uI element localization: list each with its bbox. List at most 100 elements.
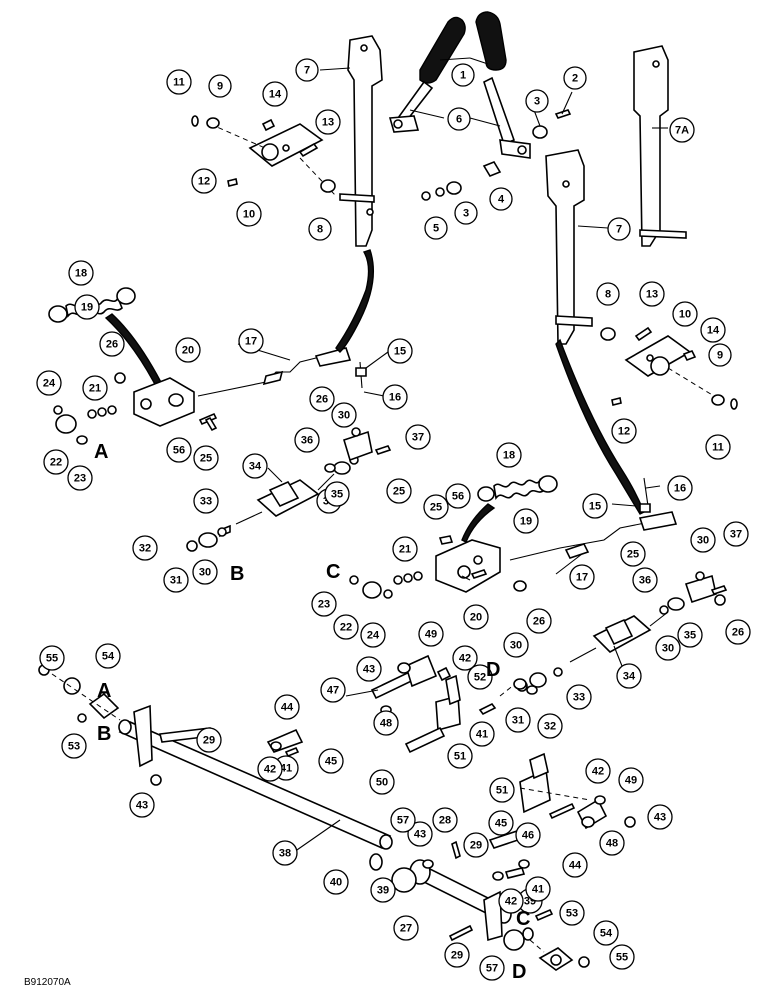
callout-circle bbox=[585, 758, 611, 784]
callout-42: 42 bbox=[257, 756, 283, 782]
callout-circle bbox=[503, 632, 529, 658]
callout-circle bbox=[129, 792, 155, 818]
callout-37: 37 bbox=[405, 424, 431, 450]
callout-15: 15 bbox=[582, 493, 608, 519]
callout-42: 42 bbox=[585, 758, 611, 784]
callout-number: 16 bbox=[389, 392, 401, 404]
callout-26: 26 bbox=[526, 608, 552, 634]
callout-circle bbox=[609, 944, 635, 970]
callout-43: 43 bbox=[647, 804, 673, 830]
callout-11: 11 bbox=[705, 434, 731, 460]
callout-circle bbox=[61, 733, 87, 759]
callout-number: 3 bbox=[463, 208, 469, 220]
callout-number: 25 bbox=[430, 502, 442, 514]
callout-circle bbox=[705, 434, 731, 460]
callout-number: 29 bbox=[451, 950, 463, 962]
callout-number: 23 bbox=[318, 599, 330, 611]
callout-number: 34 bbox=[249, 461, 262, 473]
callout-circle bbox=[562, 852, 588, 878]
callout-circle bbox=[320, 677, 346, 703]
callout-circle bbox=[723, 521, 749, 547]
callout-36: 36 bbox=[294, 427, 320, 453]
callout-23: 23 bbox=[311, 591, 337, 617]
callout-number: 41 bbox=[476, 729, 488, 741]
callout-circle bbox=[393, 915, 419, 941]
callout-10: 10 bbox=[236, 201, 262, 227]
callout-circle bbox=[272, 840, 298, 866]
pivot-bracket-right bbox=[349, 535, 527, 599]
callout-28: 28 bbox=[432, 807, 458, 833]
callout-number: 15 bbox=[589, 501, 601, 513]
callout-circle bbox=[537, 713, 563, 739]
callout-33: 33 bbox=[566, 684, 592, 710]
callout-55: 55 bbox=[609, 944, 635, 970]
callout-circle bbox=[390, 807, 416, 833]
callout-circle bbox=[559, 900, 585, 926]
connection-letter-A: A bbox=[97, 680, 111, 702]
callout-number: 41 bbox=[532, 884, 544, 896]
callout-circle bbox=[208, 74, 232, 98]
callout-number: 37 bbox=[412, 432, 424, 444]
callout-number: 35 bbox=[331, 489, 343, 501]
callout-number: 23 bbox=[74, 473, 86, 485]
callout-number: 29 bbox=[470, 840, 482, 852]
callout-circle bbox=[525, 876, 551, 902]
callout-31: 31 bbox=[505, 707, 531, 733]
callout-20: 20 bbox=[175, 337, 201, 363]
callout-circle bbox=[525, 89, 549, 113]
callout-30: 30 bbox=[331, 402, 357, 428]
callout-number: 7 bbox=[304, 65, 310, 77]
callout-number: 25 bbox=[200, 453, 212, 465]
callout-circle bbox=[593, 920, 619, 946]
callout-number: 19 bbox=[520, 516, 532, 528]
callout-circle bbox=[563, 66, 587, 90]
callout-number: 30 bbox=[510, 640, 522, 652]
callout-circle bbox=[489, 187, 513, 211]
callout-number: 55 bbox=[616, 952, 628, 964]
callout-circle bbox=[607, 217, 631, 241]
callout-number: 20 bbox=[182, 345, 194, 357]
callout-45: 45 bbox=[318, 748, 344, 774]
callout-circle bbox=[236, 201, 262, 227]
connection-letter-C: C bbox=[326, 561, 340, 583]
callout-circle bbox=[373, 710, 399, 736]
callout-number: 25 bbox=[627, 549, 639, 561]
callout-circle bbox=[451, 63, 475, 87]
callout-circle bbox=[618, 767, 644, 793]
callout-number: 47 bbox=[327, 685, 339, 697]
callout-circle bbox=[566, 684, 592, 710]
callout-1: 1 bbox=[451, 63, 475, 87]
callout-circle bbox=[582, 493, 608, 519]
callout-number: 4 bbox=[498, 194, 505, 206]
callout-15: 15 bbox=[387, 338, 413, 364]
callout-circle bbox=[382, 384, 408, 410]
callout-circle bbox=[447, 743, 473, 769]
control-rod-left bbox=[197, 249, 375, 397]
callout-number: 2 bbox=[572, 73, 578, 85]
callout-number: 18 bbox=[75, 268, 87, 280]
callout-circle bbox=[505, 707, 531, 733]
callout-circle bbox=[386, 478, 412, 504]
callout-42: 42 bbox=[452, 645, 478, 671]
leader-lines bbox=[237, 57, 668, 853]
callout-circle bbox=[333, 614, 359, 640]
callout-31: 31 bbox=[163, 567, 189, 593]
callout-number: 55 bbox=[46, 653, 58, 665]
callout-circle bbox=[309, 386, 335, 412]
callout-20: 20 bbox=[463, 604, 489, 630]
callout-5: 5 bbox=[424, 216, 448, 240]
callout-55: 55 bbox=[39, 645, 65, 671]
callout-circle bbox=[611, 418, 637, 444]
callout-12: 12 bbox=[611, 418, 637, 444]
callout-circle bbox=[599, 830, 625, 856]
callout-2: 2 bbox=[563, 66, 587, 90]
callout-number: 21 bbox=[399, 544, 411, 556]
callout-34: 34 bbox=[616, 663, 642, 689]
bearing-tube bbox=[369, 840, 590, 971]
callout-7: 7 bbox=[607, 217, 631, 241]
callout-circle bbox=[132, 535, 158, 561]
callout-14: 14 bbox=[262, 81, 288, 107]
callout-circle bbox=[242, 453, 268, 479]
connection-letter-B: B bbox=[230, 563, 244, 585]
connection-letter-D: D bbox=[512, 961, 526, 983]
